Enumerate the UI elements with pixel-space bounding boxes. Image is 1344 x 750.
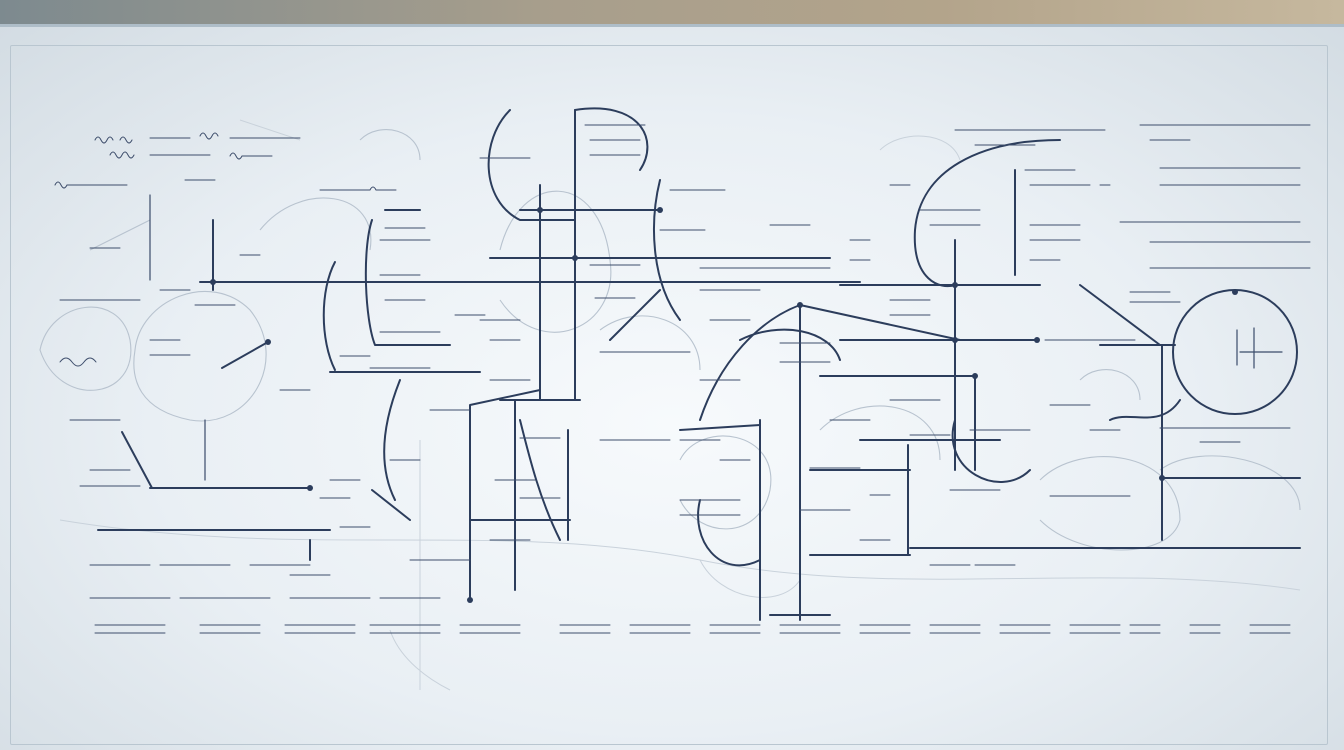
handwritten-annotations (54, 124, 1311, 634)
junction-dots (210, 207, 1238, 603)
whiteboard-frame (10, 45, 1328, 745)
whiteboard (0, 24, 1344, 750)
faded-strokes (39, 119, 1301, 691)
main-connectors (97, 107, 1301, 621)
